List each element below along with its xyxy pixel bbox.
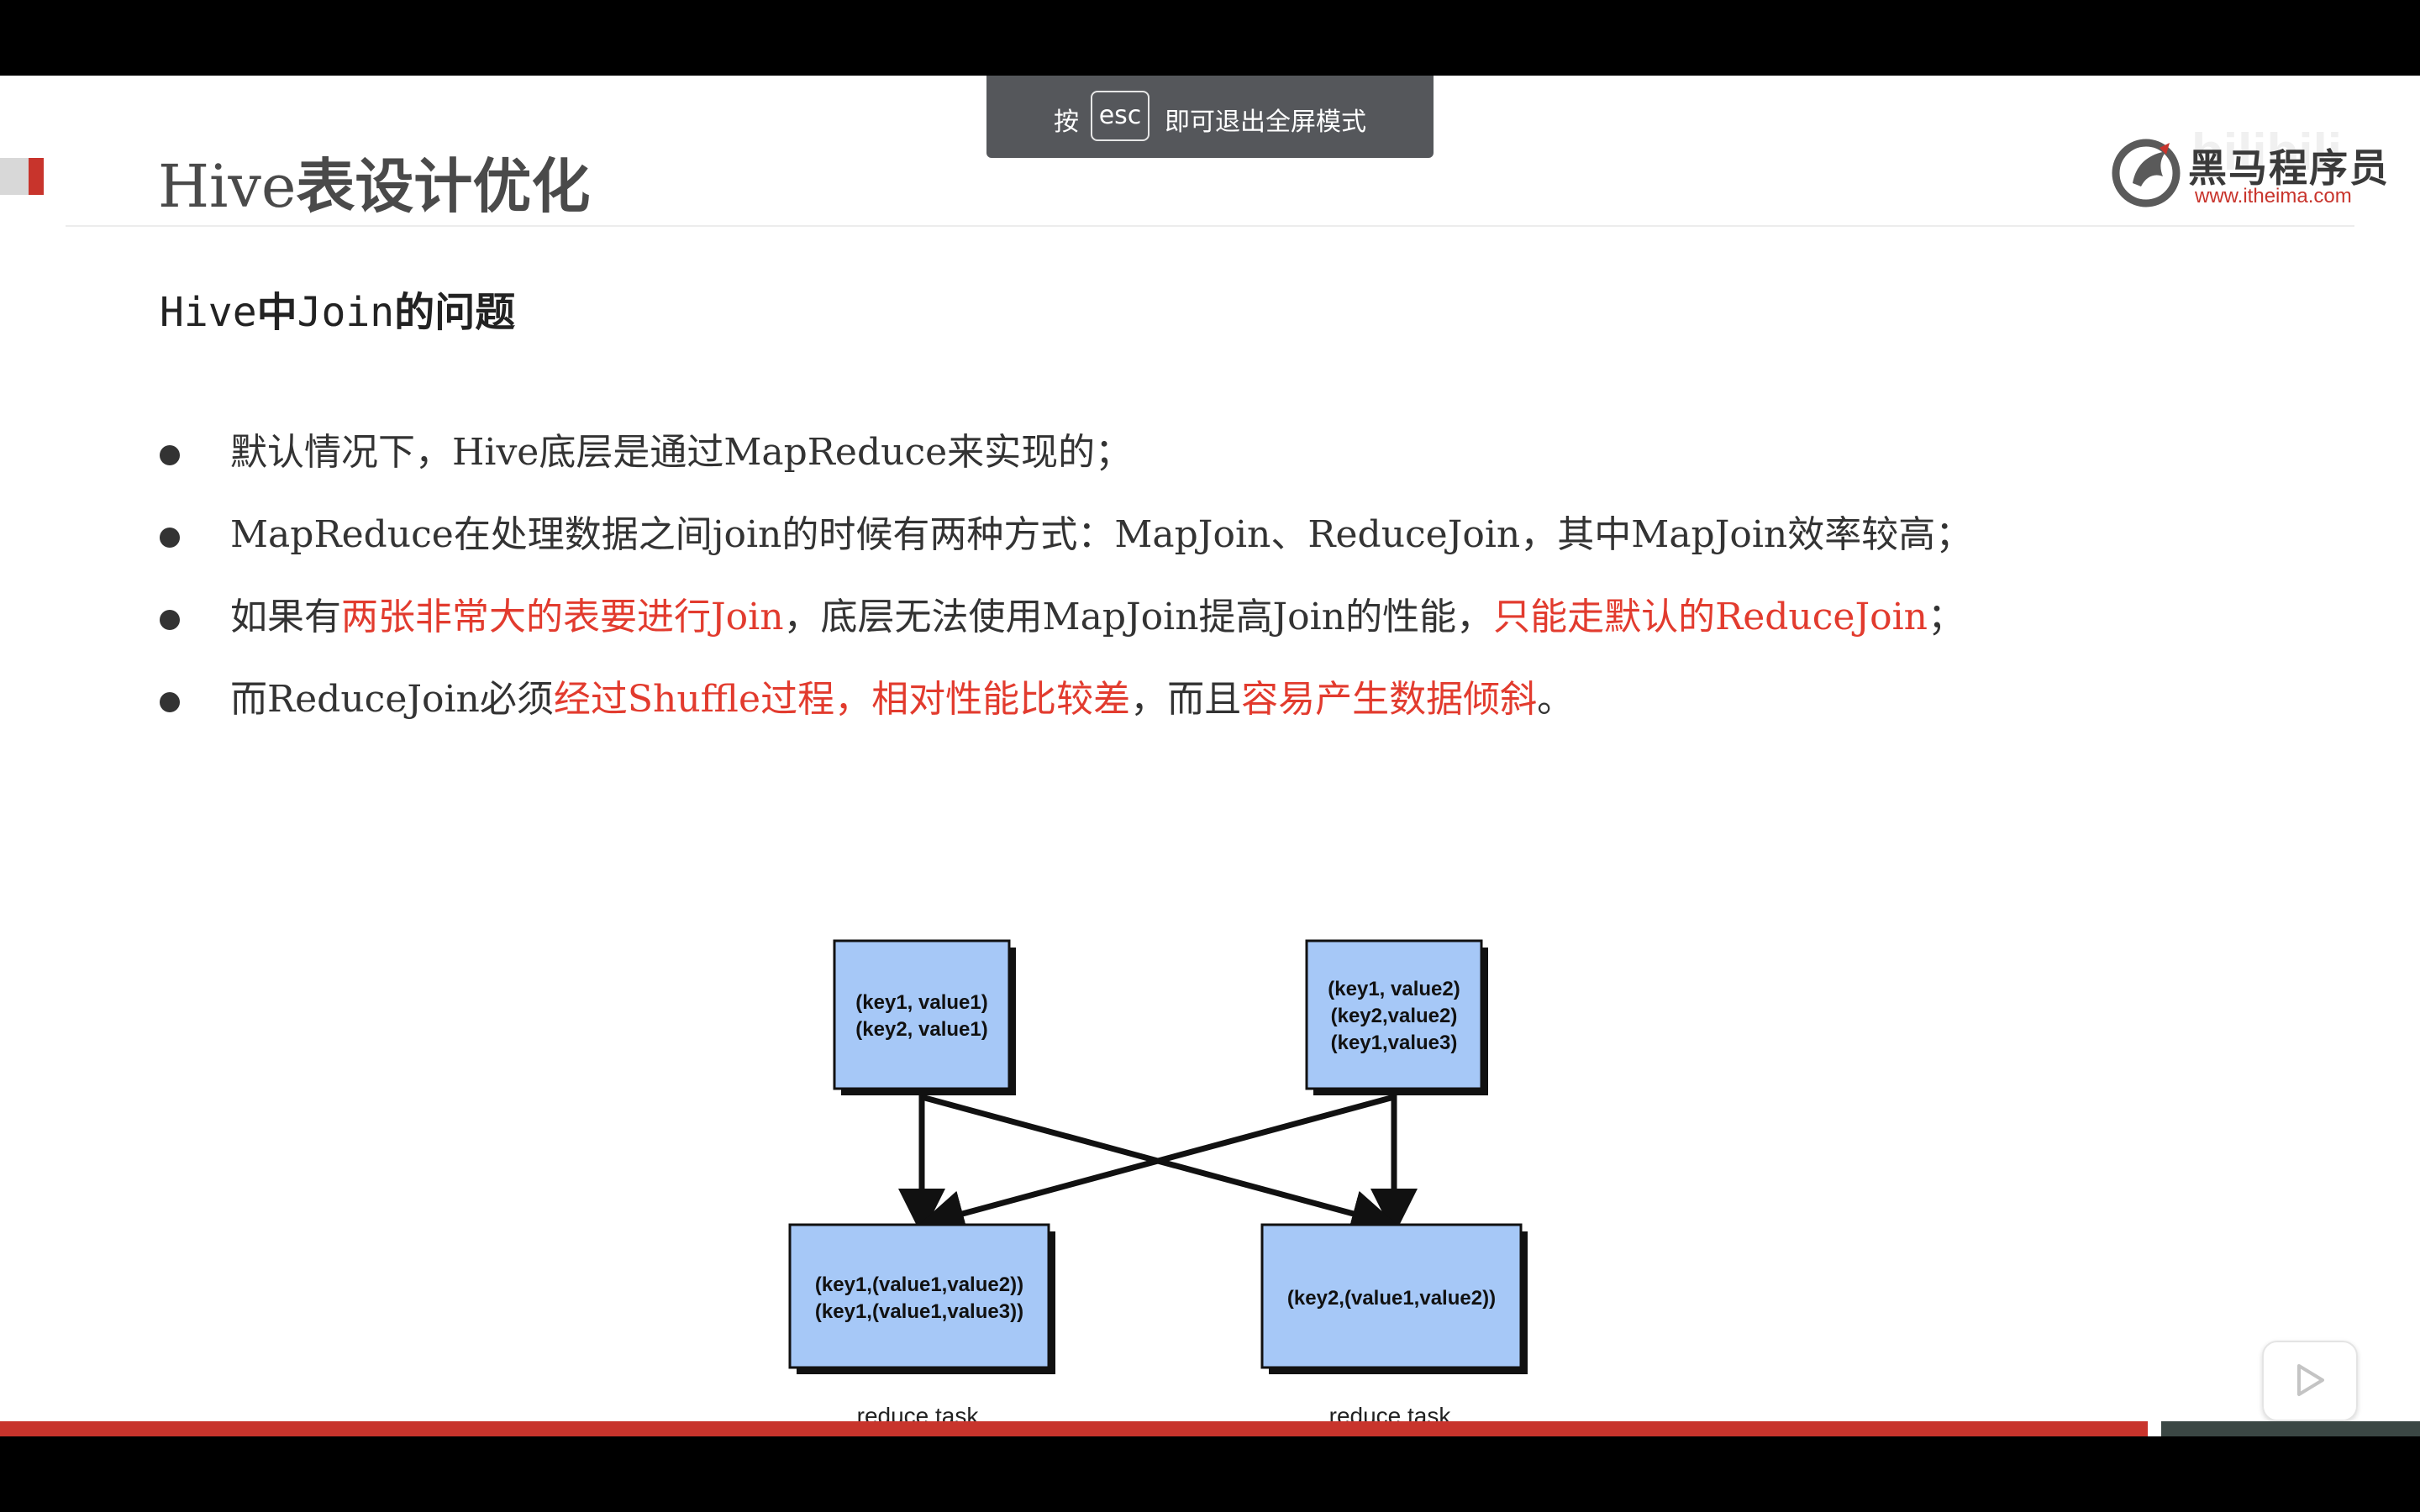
bullet-text: MapJoin (1114, 513, 1271, 556)
bullet-text: 在处理数据之间 (453, 513, 713, 556)
bullet-dot-icon (160, 528, 180, 548)
bullet-text: 提高 (1198, 596, 1273, 638)
section-title-part: Hive (160, 289, 257, 336)
bullet-dot-icon (160, 610, 180, 630)
bullet-text: Join (1272, 596, 1346, 638)
reduce-left-line: (key1,(value1,value2)) (815, 1273, 1023, 1296)
map-right-line: (key1, value2) (1328, 978, 1460, 1000)
bullet-item: MapReduce在处理数据之间join的时候有两种方式：MapJoin、Red… (160, 494, 1972, 576)
map-right-line: (key2,value2) (1331, 1005, 1458, 1027)
fullscreen-exit-banner: 按 esc 即可退出全屏模式 (986, 76, 1434, 158)
logo-name: 黑马程序员 (2188, 145, 2390, 191)
bullet-text: 来实现的； (947, 431, 1133, 474)
horse-logo-icon (2112, 139, 2181, 207)
highlighted-text: Shuffle (627, 678, 761, 721)
highlighted-text: 容易产生数据倾斜 (1241, 678, 1538, 721)
reduce-right-line: (key2,(value1,value2)) (1287, 1287, 1496, 1310)
reduce-box-left: (key1,(value1,value2)) (key1,(value1,val… (788, 1223, 1055, 1374)
section-title-part: Join (297, 289, 395, 336)
map-box-left-fill (833, 939, 1011, 1090)
map-box-right-fill (1305, 939, 1483, 1090)
bullet-text: ，底层无法使用 (783, 596, 1043, 638)
presentation-slide: Hive表设计优化 bilibili 黑马程序员 www.itheima.com… (0, 76, 2420, 1436)
bullet-text: 。 (1537, 678, 1575, 721)
bullet-text: MapJoin (1631, 513, 1788, 556)
highlighted-text: 只能走默认的 (1493, 596, 1716, 638)
bullet-text: ReduceJoin (267, 678, 480, 721)
bullet-text: 默认情况下， (230, 431, 452, 474)
bullet-text: join (712, 513, 782, 556)
slide-title-main: 表设计优化 (296, 152, 591, 221)
bullet-text: ，而且 (1130, 678, 1242, 721)
highlighted-text: ReduceJoin (1715, 596, 1928, 638)
reduce-join-diagram: (key1, value1) (key2, value1) (key1, val… (788, 939, 1528, 1429)
section-title: Hive中Join的问题 (160, 279, 515, 338)
reduce-box-right: (key2,(value1,value2)) (1260, 1223, 1528, 1374)
map-left-line: (key1, value1) (855, 991, 987, 1014)
title-divider (66, 225, 2354, 227)
footer-bar-gray (2161, 1421, 2420, 1436)
section-title-part: 中 (256, 289, 297, 336)
footer-bar-red (0, 1421, 2148, 1436)
bullet-dot-icon (160, 692, 180, 712)
itheima-logo: bilibili 黑马程序员 www.itheima.com (2107, 123, 2388, 227)
map-box-right: (key1, value2) (key2,value2) (key1,value… (1305, 939, 1488, 1095)
bullet-text: ； (1928, 596, 1965, 638)
bullet-text: 底层是通过 (539, 431, 724, 474)
bullet-text: 的性能， (1345, 596, 1494, 638)
map-box-left: (key1, value1) (key2, value1) (833, 939, 1016, 1095)
bullet-text: 的时候有两种方式： (781, 513, 1115, 556)
slide-title-prefix: Hive (158, 152, 297, 221)
bullet-text: MapReduce (723, 431, 948, 474)
bullet-list: 默认情况下，Hive底层是通过MapReduce来实现的；MapReduce在处… (160, 412, 1972, 741)
bullet-text: 如果有 (230, 596, 341, 638)
logo-url: www.itheima.com (2195, 185, 2352, 207)
shuffle-arrows (898, 1094, 1418, 1236)
bullet-text: MapJoin (1042, 596, 1199, 638)
bullet-text: 、 (1270, 513, 1308, 556)
reduce-box-right-fill (1260, 1223, 1523, 1369)
bullet-text: ，其中 (1520, 513, 1632, 556)
bullet-text: MapReduce (230, 513, 454, 556)
bullet-item: 而ReduceJoin必须经过Shuffle过程，相对性能比较差，而且容易产生数… (160, 659, 1972, 741)
banner-message: 即可退出全屏模式 (1165, 108, 1366, 137)
esc-key: esc (1091, 91, 1150, 141)
reduce-box-left-fill (788, 1223, 1050, 1369)
map-left-line: (key2, value1) (855, 1018, 987, 1041)
bullet-text: 必须 (479, 678, 554, 721)
banner-press-text: 按 (1054, 108, 1079, 137)
bilibili-watermark: bilibili (2191, 123, 2343, 181)
highlighted-text: 两张非常大的表要进行 (341, 596, 711, 638)
section-title-part: 的问题 (394, 289, 516, 336)
arrow-left-to-right (921, 1094, 1399, 1236)
play-button[interactable] (2262, 1341, 2358, 1421)
highlighted-text: 经过 (553, 678, 628, 721)
bullet-text: 效率较高； (1787, 513, 1973, 556)
bullet-item: 默认情况下，Hive底层是通过MapReduce来实现的； (160, 412, 1972, 494)
play-icon (2297, 1364, 2324, 1396)
highlighted-text: 过程，相对性能比较差 (760, 678, 1131, 721)
bullet-text: 而 (230, 678, 267, 721)
bullet-item: 如果有两张非常大的表要进行Join，底层无法使用MapJoin提高Join的性能… (160, 576, 1972, 659)
bullet-dot-icon (160, 445, 180, 465)
reduce-left-line: (key1,(value1,value3)) (815, 1300, 1023, 1323)
slide-title: Hive表设计优化 (158, 139, 590, 224)
bullet-text: ReduceJoin (1307, 513, 1521, 556)
highlighted-text: Join (711, 596, 784, 638)
title-accent-bar (0, 158, 44, 195)
arrow-right-to-left (917, 1094, 1395, 1236)
bullet-text: Hive (452, 431, 539, 474)
map-right-line: (key1,value3) (1331, 1032, 1458, 1054)
